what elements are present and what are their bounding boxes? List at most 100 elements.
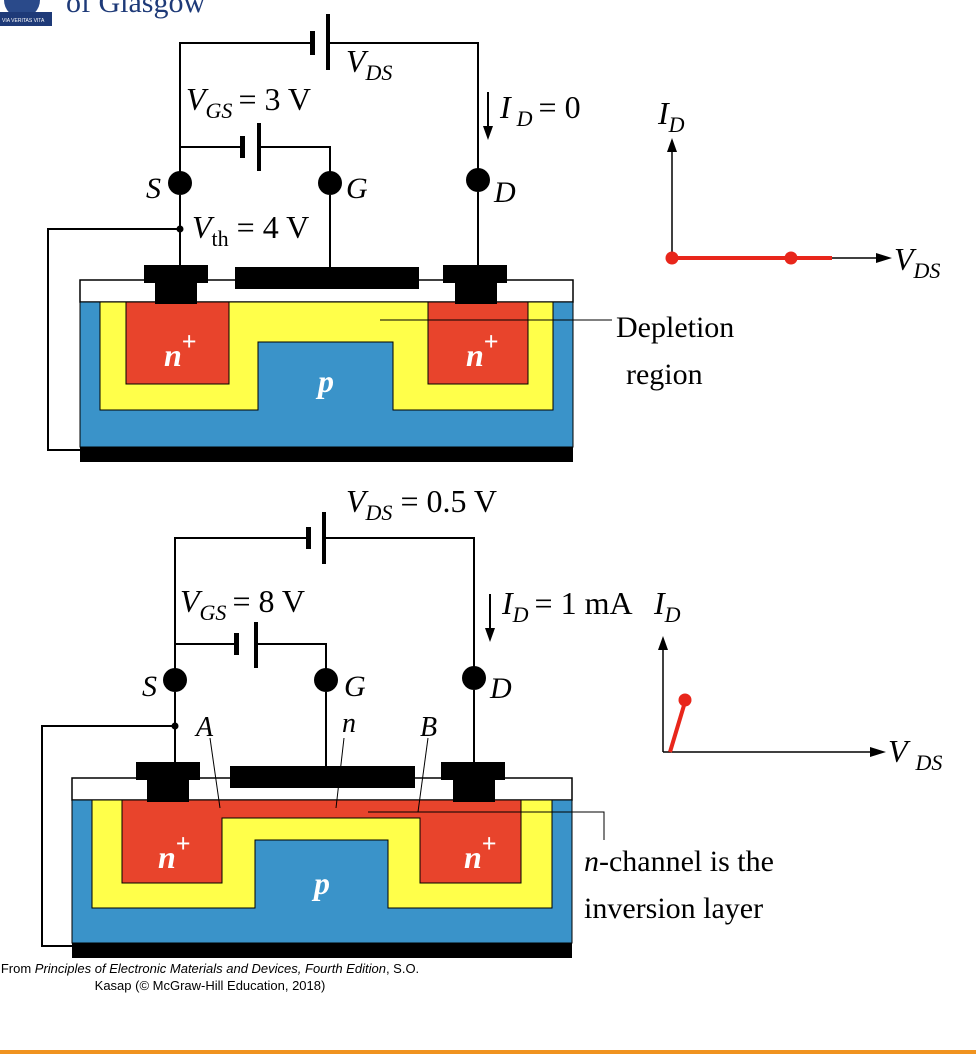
bottom-channel-line2: inversion layer xyxy=(584,892,763,925)
bottom-source-contact-stem xyxy=(147,778,189,802)
caption-suffix: , S.O. Kasap (© McGraw-Hill Education, 2… xyxy=(94,961,420,993)
bottom-drain-contact-cap xyxy=(441,762,505,780)
top-vgs-sub: GS xyxy=(206,98,233,123)
svg-text:ID= 0: ID= 0 xyxy=(499,89,581,131)
top-vds-wire xyxy=(179,42,312,180)
bottom-vds-wire-left xyxy=(174,537,308,678)
bottom-p-label: p xyxy=(311,865,330,901)
top-plot-y-label: I xyxy=(657,95,670,131)
bottom-id-label: I xyxy=(501,585,514,621)
bottom-vgs-battery-short-plate xyxy=(234,633,239,655)
bottom-inversion-channel xyxy=(121,799,522,884)
bottom-plot-y-sub: D xyxy=(664,602,681,627)
top-vgs-battery-short-plate xyxy=(240,136,245,158)
top-junction-dot xyxy=(176,225,184,233)
bottom-source-contact-cap xyxy=(136,762,200,780)
bottom-channel-line1: -channel is the xyxy=(599,845,774,878)
bottom-channel-italic: n xyxy=(584,845,599,878)
bottom-junction-dot xyxy=(171,722,179,730)
top-plot-point-mid xyxy=(784,251,798,265)
bottom-b-leader xyxy=(417,737,429,813)
svg-text:VDS: VDS xyxy=(894,241,940,283)
bottom-nplus-right-sup: + xyxy=(482,829,497,858)
bottom-n-leader xyxy=(335,737,345,809)
bottom-drain-terminal xyxy=(462,666,486,690)
bottom-nplus-left-label: n xyxy=(158,839,176,875)
top-vds-battery-long-plate xyxy=(326,14,330,70)
caption-book-title: Principles of Electronic Materials and D… xyxy=(34,961,386,976)
bottom-vgs-sub: GS xyxy=(200,600,227,625)
top-gate-label: G xyxy=(346,172,368,205)
logo-text: of Glasgow xyxy=(66,0,205,19)
bottom-substrate-contact xyxy=(72,943,572,958)
caption-prefix: From xyxy=(0,961,35,976)
bottom-id-sub: D xyxy=(512,602,529,627)
top-gate-electrode xyxy=(235,267,419,289)
top-gate-terminal xyxy=(318,171,342,195)
top-plot-x-sub: DS xyxy=(913,258,941,283)
top-circuit xyxy=(47,14,493,451)
logo-motto: VIA VERITAS VITA xyxy=(2,18,45,24)
top-mosfet-device xyxy=(79,265,612,462)
bottom-id-arrow-head xyxy=(485,628,495,642)
top-plot-x-arrow xyxy=(876,253,892,263)
top-plot-x-label: V xyxy=(894,241,917,277)
top-vgs-battery-long-plate xyxy=(257,123,261,171)
top-vgs-label: V xyxy=(186,81,209,117)
bottom-plot-trace xyxy=(668,701,687,753)
bottom-a-leader xyxy=(209,737,221,809)
bottom-plot-x-label: V xyxy=(888,733,911,769)
top-vth-value: = 4 V xyxy=(237,209,310,245)
source-caption: From Principles of Electronic Materials … xyxy=(0,960,420,994)
top-id-arrow-head xyxy=(483,126,493,140)
bottom-vds-sub: DS xyxy=(365,500,393,525)
top-iv-plot: ID VDS xyxy=(657,95,940,283)
top-substrate-contact xyxy=(80,447,573,462)
svg-text:n+: n+ xyxy=(466,327,499,373)
university-logo: VIA VERITAS VITA of Glasgow xyxy=(0,0,205,26)
svg-text:ID= 1 mA: ID= 1 mA xyxy=(501,585,633,627)
bottom-drain-label: D xyxy=(489,672,512,705)
top-drain-n-plus xyxy=(427,301,529,385)
bottom-plot-y-label: I xyxy=(653,585,666,621)
top-drain-contact-cap xyxy=(443,265,507,283)
bottom-labels: VDS= 0.5 V VGS= 8 V ID= 1 mA S G D A n B… xyxy=(142,483,774,925)
bottom-vds-wire-right xyxy=(326,537,475,672)
svg-text:ID: ID xyxy=(657,95,685,137)
top-vth-sub: th xyxy=(212,226,229,251)
top-source-terminal xyxy=(168,171,192,195)
top-vgs-wire-right xyxy=(260,146,331,180)
top-vgs-value: = 3 V xyxy=(238,81,311,117)
top-source-label: S xyxy=(146,172,161,205)
bottom-vds-label: V xyxy=(346,483,369,519)
top-id-sub: D xyxy=(516,106,533,131)
top-nplus-right-label: n xyxy=(466,337,484,373)
top-source-contact-cap xyxy=(144,265,208,283)
bottom-mosfet-device xyxy=(71,737,605,958)
svg-text:n+: n+ xyxy=(158,829,191,875)
bottom-gate-electrode xyxy=(230,766,415,788)
top-plot-y-arrow xyxy=(667,138,677,152)
svg-text:ID: ID xyxy=(653,585,681,627)
svg-text:VDS: VDS xyxy=(346,43,392,85)
bottom-vds-battery-long-plate xyxy=(322,512,326,564)
top-substrate-wire xyxy=(47,228,180,451)
top-vth-label: V xyxy=(192,209,215,245)
bottom-channel-leader xyxy=(368,811,605,840)
svg-text:VDS= 0.5 V: VDS= 0.5 V xyxy=(346,483,497,525)
top-drain-label: D xyxy=(493,176,516,209)
svg-text:n+: n+ xyxy=(464,829,497,875)
top-id-value: = 0 xyxy=(539,89,581,125)
top-depletion-label-line1: Depletion xyxy=(616,311,734,344)
footer-accent-bar xyxy=(0,1050,976,1054)
svg-text:VDS: VDS xyxy=(888,733,942,775)
svg-text:VGS= 8 V: VGS= 8 V xyxy=(180,583,305,625)
bottom-nplus-left-sup: + xyxy=(176,829,191,858)
top-vds-label: V xyxy=(346,43,369,79)
top-drain-contact-stem xyxy=(455,280,497,304)
top-vds-sub: DS xyxy=(365,60,393,85)
top-drain-terminal xyxy=(466,168,490,192)
